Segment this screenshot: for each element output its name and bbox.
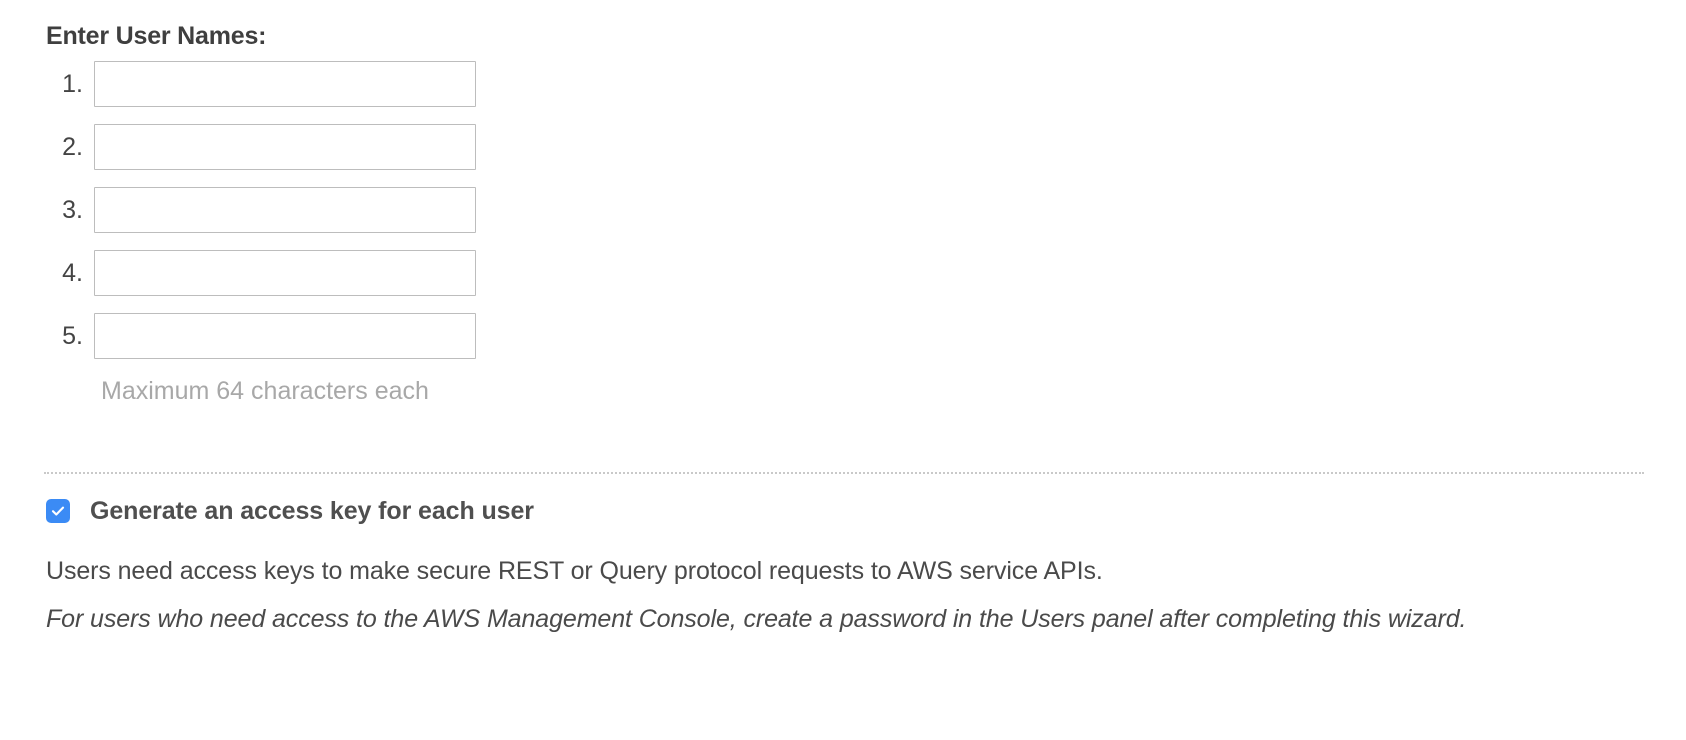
row-number-3: 3. <box>62 196 83 224</box>
user-name-rows: 1. 2. 3. 4. 5. <box>46 60 1646 360</box>
user-name-input-3[interactable] <box>94 187 476 233</box>
user-name-input-2[interactable] <box>94 124 476 170</box>
row-number-1: 1. <box>62 70 83 98</box>
generate-access-key-checkbox[interactable] <box>46 499 70 523</box>
user-name-row-2: 2. <box>46 123 1646 171</box>
console-password-note: For users who need access to the AWS Man… <box>46 605 1467 633</box>
section-divider <box>44 472 1644 474</box>
user-name-row-1: 1. <box>46 60 1646 108</box>
user-name-row-5: 5. <box>46 312 1646 360</box>
checkmark-icon <box>51 506 65 516</box>
user-name-row-4: 4. <box>46 249 1646 297</box>
access-key-section: Generate an access key for each user Use… <box>46 494 1646 635</box>
user-name-input-1[interactable] <box>94 61 476 107</box>
row-number-2: 2. <box>62 133 83 161</box>
row-number-4: 4. <box>62 259 83 287</box>
user-name-input-4[interactable] <box>94 250 476 296</box>
generate-access-key-row[interactable]: Generate an access key for each user <box>46 494 1646 528</box>
max-characters-hint: Maximum 64 characters each <box>101 377 429 405</box>
enter-user-names-section: Enter User Names: 1. 2. 3. 4. 5. <box>46 20 1646 406</box>
user-name-row-3: 3. <box>46 186 1646 234</box>
user-name-input-5[interactable] <box>94 313 476 359</box>
access-key-description: Users need access keys to make secure RE… <box>46 557 1103 585</box>
generate-access-key-label[interactable]: Generate an access key for each user <box>90 497 534 525</box>
row-number-5: 5. <box>62 322 83 350</box>
page-title: Enter User Names: <box>46 22 267 50</box>
